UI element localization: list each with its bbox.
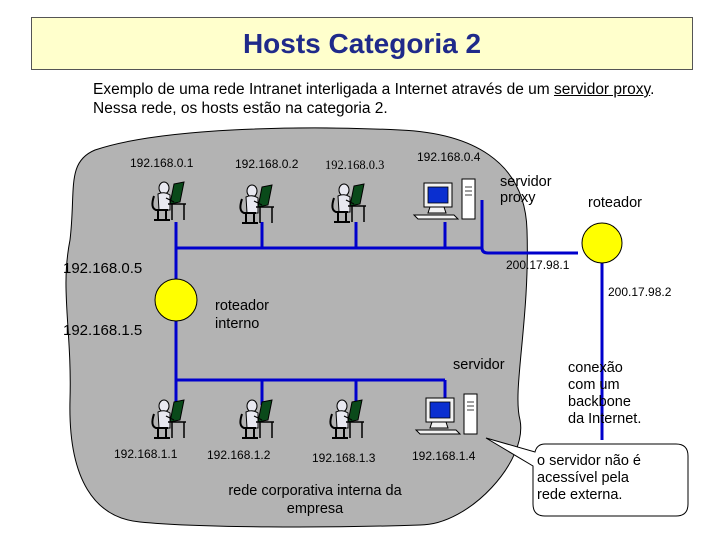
backbone-line-4: da Internet. [568, 411, 642, 427]
internal-router-label-line-2: interno [215, 316, 260, 332]
internal-router-ip-bottom: 192.168.1.5 [63, 322, 143, 339]
callout-text: o servidor não é acessível pela rede ext… [537, 453, 641, 504]
intro-line-1-start: Exemplo de uma rede Intranet interligada… [93, 81, 554, 98]
proxy-label-line-2: proxy [500, 190, 536, 206]
intro-line-2: Nessa rede, os hosts estão na categoria … [93, 100, 388, 117]
page-title: Hosts Categoria 2 [242, 27, 482, 59]
internal-router-ip-top: 192.168.0.5 [63, 260, 143, 277]
internal-network-area [65, 127, 528, 528]
proxy-external-ip-label: 200.17.98.1 [506, 258, 570, 272]
external-router-ip-label: 200.17.98.2 [608, 285, 672, 299]
external-router-icon [581, 222, 623, 264]
intro-text: Exemplo de uma rede Intranet interligada… [93, 80, 654, 118]
callout-line-2: acessível pela [537, 470, 629, 486]
proxy-server-link[interactable]: servidor proxy [553, 81, 651, 98]
network-name-label: rede corporativa interna da empresa [210, 482, 420, 518]
external-router-label: roteador [588, 195, 643, 211]
intro-line-1-end: . [650, 81, 655, 98]
internal-router-icon [154, 278, 198, 322]
backbone-line-3: backbone [568, 394, 631, 410]
backbone-line-2: com um [568, 377, 620, 393]
intro-line-1: Exemplo de uma rede Intranet interligada… [93, 80, 654, 99]
host-ip-label: 192.168.1.2 [207, 448, 271, 462]
host-ip-label: 192.168.0.2 [235, 157, 299, 171]
callout-line-3: rede externa. [537, 487, 623, 503]
internal-router-label: roteador interno [215, 297, 269, 333]
host-ip-label: 192.168.0.1 [130, 156, 194, 170]
proxy-label: servidor proxy [500, 174, 552, 206]
host-ip-label: 192.168.1.1 [114, 447, 178, 461]
backbone-line-1: conexão [568, 360, 623, 376]
server-label: servidor [453, 357, 505, 373]
proxy-ip-label: 192.168.0.4 [417, 150, 481, 164]
title-box: Hosts Categoria 2 [31, 17, 693, 70]
proxy-label-line-1: servidor [500, 174, 552, 190]
backbone-label: conexão com um backbone da Internet. [568, 360, 641, 428]
host-ip-label: 192.168.1.3 [312, 451, 376, 465]
host-ip-label: 192.168.0.3 [325, 158, 385, 172]
internal-router-label-line-1: roteador [215, 298, 270, 314]
callout-bubble [485, 437, 689, 517]
callout-line-1: o servidor não é [537, 453, 641, 469]
network-name-line-1: rede corporativa interna da [228, 483, 402, 499]
server-ip-label: 192.168.1.4 [412, 449, 476, 463]
network-name-line-2: empresa [286, 501, 344, 517]
